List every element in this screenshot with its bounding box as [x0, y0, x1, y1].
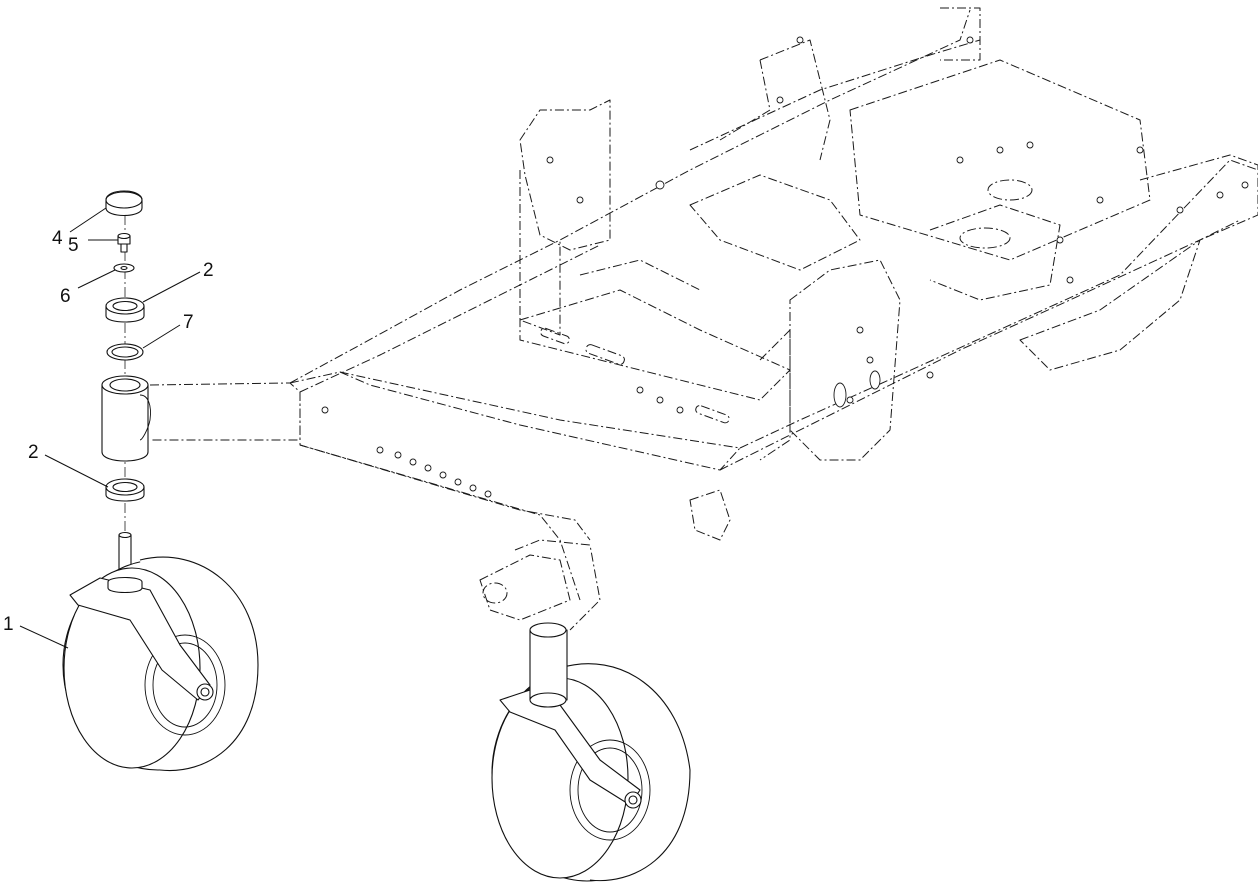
- caster-wheel-part: [62, 531, 259, 772]
- bearing-lower-part: [105, 478, 145, 502]
- washer-part: [113, 263, 135, 273]
- callout-1: 1: [3, 614, 14, 635]
- callout-2-upper: 2: [203, 260, 214, 281]
- callout-4: 4: [52, 228, 63, 249]
- bolt-part: [117, 232, 131, 253]
- callout-labels: 4 5 6 2 7 2 1: [3, 228, 214, 635]
- cap-part: [105, 190, 143, 217]
- caster-exploded-assembly: [19, 190, 259, 772]
- caster-housing-tube: [101, 375, 151, 462]
- callout-6: 6: [60, 286, 71, 307]
- callout-5: 5: [68, 235, 79, 256]
- frame-holes: [321, 36, 1249, 498]
- bearing-upper-part: [105, 297, 145, 323]
- retaining-ring-part: [106, 343, 144, 361]
- callout-2-lower: 2: [28, 442, 39, 463]
- mower-frame: [149, 7, 1258, 631]
- callout-7: 7: [183, 312, 194, 333]
- caster-wheel-installed: [491, 622, 691, 882]
